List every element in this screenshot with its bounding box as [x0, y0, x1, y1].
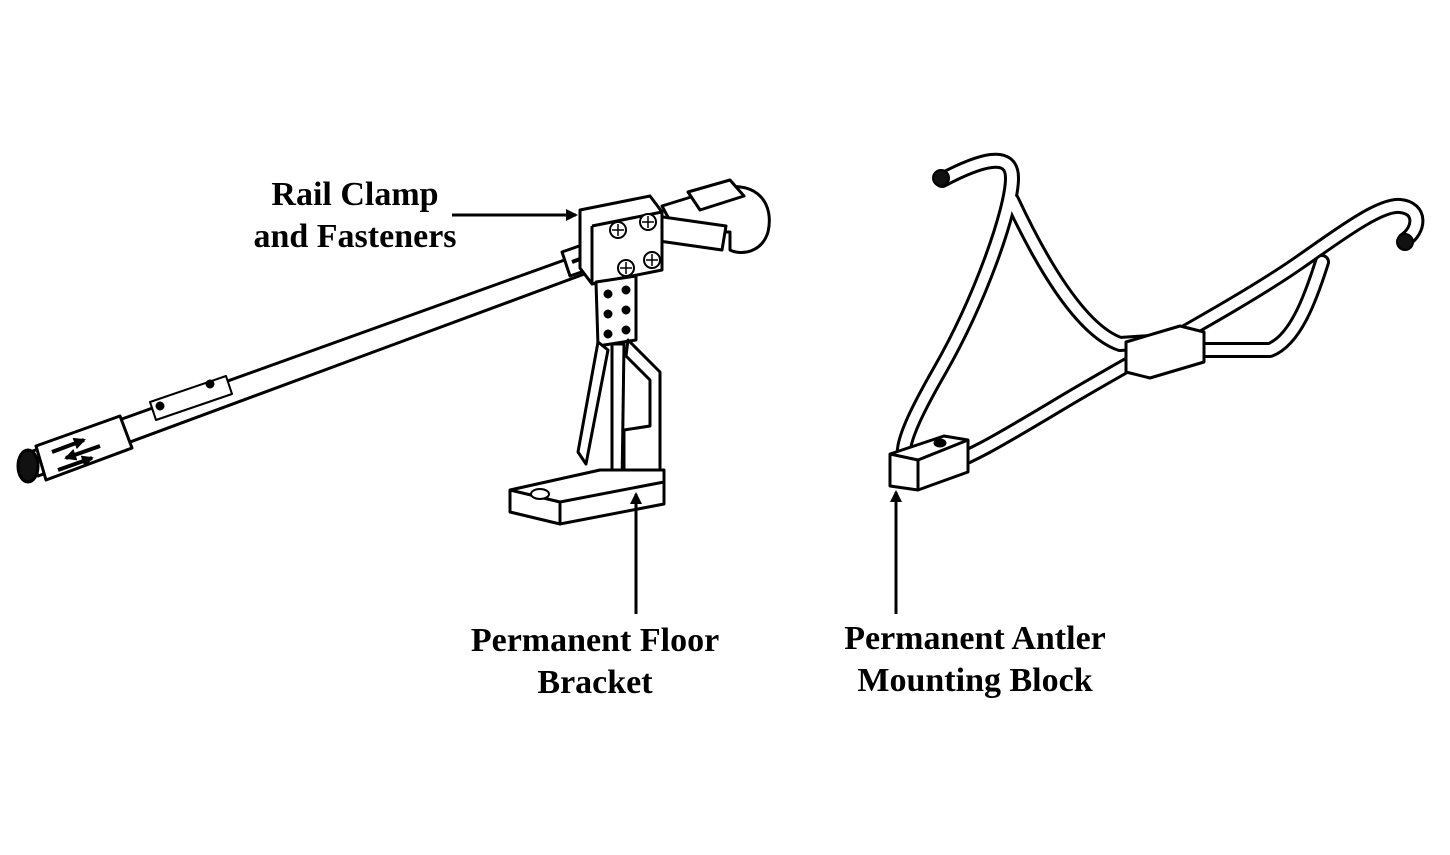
leader-arrows [452, 209, 902, 614]
bracket-leg [622, 338, 662, 492]
label-line: Rail Clamp [271, 176, 439, 213]
center-block [1124, 324, 1206, 380]
label-line: and Fasteners [253, 218, 457, 255]
bracket-leg [576, 340, 610, 466]
label-antler-block: Permanent Antler Mounting Block [820, 618, 1130, 702]
label-floor-bracket: Permanent Floor Bracket [455, 620, 735, 704]
label-line: Mounting Block [857, 662, 1093, 699]
label-rail-clamp: Rail Clamp and Fasteners [230, 174, 480, 258]
antler-frame-inner [898, 155, 1422, 477]
label-line: Permanent Antler [844, 620, 1106, 657]
block-hole [933, 438, 947, 448]
antler-tube-left [895, 152, 1020, 480]
label-line: Permanent Floor [470, 622, 720, 659]
rod-end-cap [16, 448, 40, 484]
antler-tube-inner-left [1004, 192, 1188, 352]
rod-end-sleeve [34, 414, 134, 482]
bracket-leg [610, 342, 626, 488]
rod-assembly [16, 178, 771, 526]
antler-mounting-block [888, 434, 970, 492]
tube-end-icon [1396, 233, 1414, 251]
antler-frame [895, 152, 1425, 480]
foot-hole [530, 488, 550, 500]
label-line: Bracket [537, 664, 653, 701]
rail-hook [660, 185, 771, 255]
tube-end-icon [932, 169, 950, 187]
